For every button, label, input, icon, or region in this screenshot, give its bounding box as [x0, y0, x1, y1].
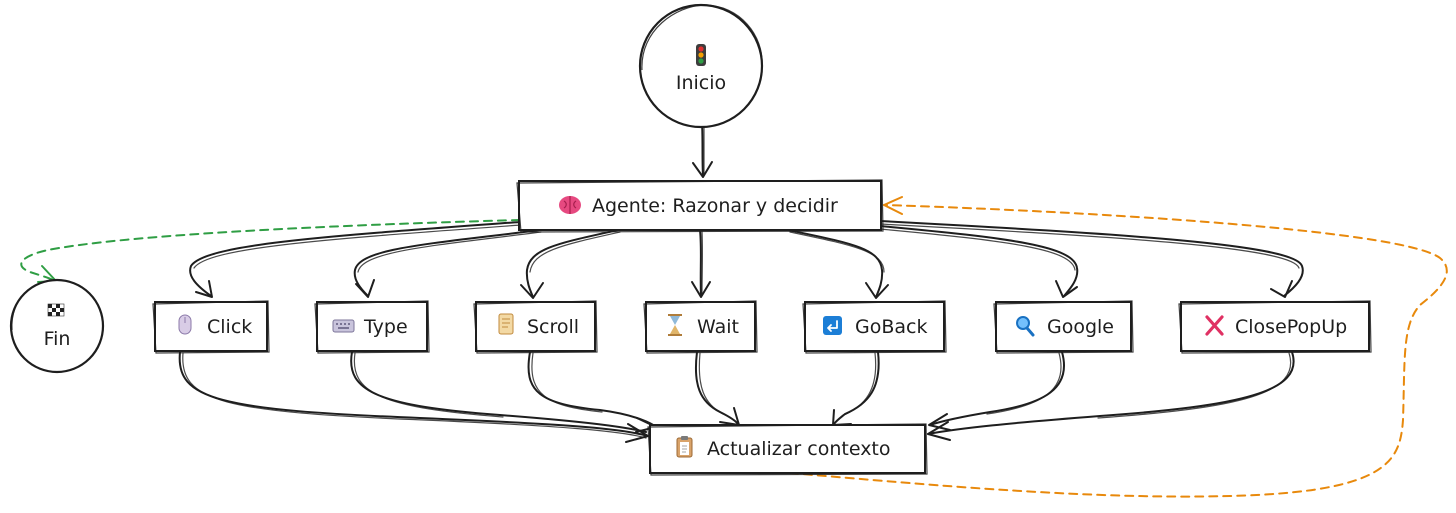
action-node-google: Google [993, 300, 1134, 354]
action-node-type: Type [314, 300, 430, 354]
clipboard-icon [676, 436, 693, 458]
edge-click-to-update [178, 351, 649, 443]
edges [20, 122, 1448, 498]
edge-agent-to-type [353, 229, 542, 298]
action-label-google: Google [1047, 316, 1114, 338]
start-node: Inicio [638, 3, 764, 129]
brain-icon [559, 196, 581, 214]
mouse-icon [178, 314, 192, 335]
action-node-click: Click [152, 300, 270, 354]
hourglass-icon [668, 314, 682, 336]
edge-closepopup-to-update [927, 351, 1295, 441]
keyboard-icon [332, 319, 355, 333]
traffic-light-icon [696, 44, 706, 66]
action-label-type: Type [363, 316, 408, 338]
edge-agent-to-finish [20, 219, 521, 283]
edge-google-to-update [928, 351, 1065, 431]
agent-label: Agente: Razonar y decidir [592, 195, 838, 217]
update-node: Actualizar contexto [647, 423, 928, 476]
update-label: Actualizar contexto [707, 438, 891, 460]
action-node-goback: GoBack [802, 300, 947, 354]
finish-label: Fin [44, 328, 71, 350]
edge-wait-to-update [694, 351, 740, 426]
action-node-wait: Wait [643, 300, 758, 354]
edge-type-to-update [350, 351, 647, 433]
edge-update-to-agent-loop [789, 196, 1448, 498]
edge-agent-to-closepopup [879, 220, 1304, 298]
return-arrow-icon [823, 316, 842, 335]
action-label-scroll: Scroll [527, 316, 579, 338]
magnifier-icon [1016, 316, 1035, 337]
edge-agent-to-goback [787, 229, 889, 299]
edge-agent-to-google [879, 225, 1079, 298]
edge-agent-to-wait [691, 229, 711, 298]
action-label-click: Click [207, 316, 252, 338]
finish-node: Fin [9, 278, 105, 374]
agent-node: Agente: Razonar y decidir [516, 179, 884, 233]
cross-mark-icon [1205, 315, 1224, 336]
action-node-closepopup: ClosePopUp [1178, 300, 1372, 354]
action-label-wait: Wait [697, 316, 739, 338]
action-label-goback: GoBack [855, 316, 927, 338]
checkered-flag-icon [47, 303, 65, 317]
edge-goback-to-update [832, 351, 880, 426]
edge-start-to-agent [692, 122, 713, 178]
scroll-icon [498, 313, 514, 335]
edge-agent-to-click [189, 221, 522, 298]
edge-agent-to-scroll [520, 229, 621, 299]
action-label-closepopup: ClosePopUp [1235, 316, 1347, 338]
action-node-scroll: Scroll [473, 300, 598, 354]
start-label: Inicio [676, 72, 726, 94]
